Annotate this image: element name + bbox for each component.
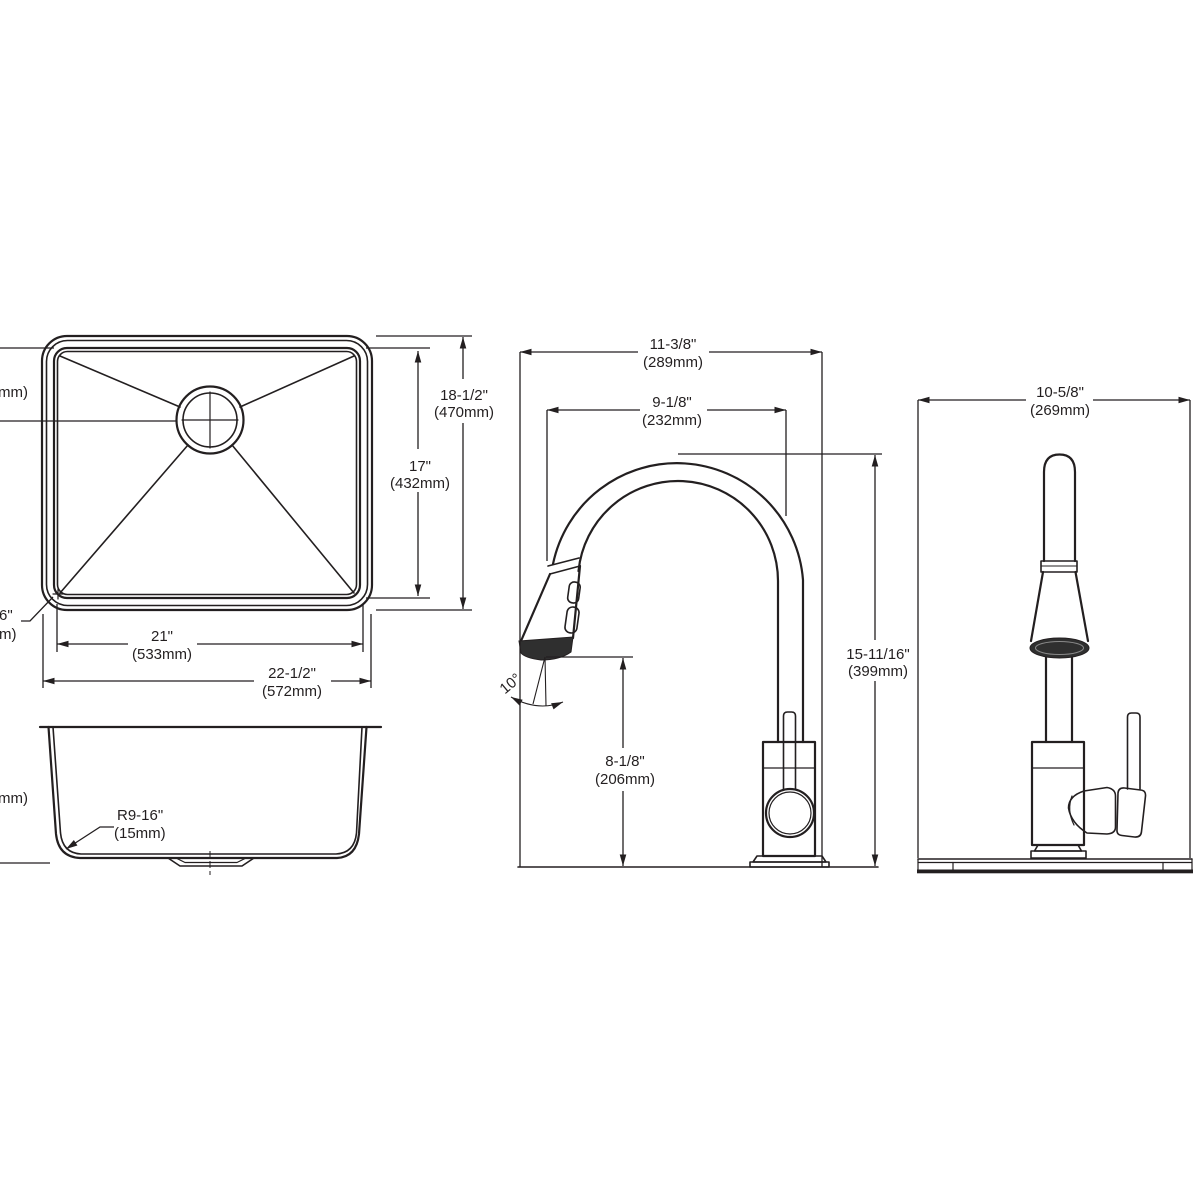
sink-overall-depth-in: 18-1/2" bbox=[440, 387, 488, 404]
left-cutoff-label: mm) bbox=[0, 384, 28, 401]
corner-radius-cutoff-line2: m) bbox=[0, 626, 17, 643]
corner-center-mark bbox=[52, 588, 64, 600]
side-corner-radius-in: R9-16" bbox=[117, 807, 163, 824]
corner-radius-leader bbox=[21, 596, 54, 622]
handle-knob-front bbox=[764, 787, 816, 839]
faucet-overall-height-in: 15-11/16" bbox=[846, 646, 909, 663]
wand-button-upper bbox=[566, 581, 581, 604]
aerator-face-side-inner bbox=[1035, 641, 1084, 655]
sink-inner-width-mm: (533mm) bbox=[132, 646, 192, 663]
side-corner-radius-mm: (15mm) bbox=[114, 825, 166, 842]
sink-basin-edge-inner-line bbox=[56, 350, 358, 596]
depth-extension-lines bbox=[917, 400, 1191, 858]
basin-slope-lines bbox=[59, 355, 355, 594]
faucet-overall-width-in: 11-3/8" bbox=[650, 336, 697, 353]
faucet-overall-width-mm: (289mm) bbox=[643, 354, 703, 371]
bottom-extension-lines bbox=[42, 604, 372, 688]
gooseneck-inner bbox=[577, 479, 780, 744]
spray-angle-arc bbox=[510, 696, 564, 710]
faucet-depth-mm: (269mm) bbox=[1030, 402, 1090, 419]
reach-extension-lines bbox=[546, 410, 787, 561]
handle-lever-side bbox=[1116, 787, 1147, 838]
sink-overall-width-in: 22-1/2" bbox=[268, 665, 316, 682]
lower-tube-side bbox=[1044, 656, 1074, 744]
handle-stem-side bbox=[1126, 712, 1141, 790]
faucet-aerator-height-in: 8-1/8" bbox=[605, 753, 645, 770]
side-bowl-inner bbox=[52, 726, 363, 855]
faucet-aerator-height-mm: (206mm) bbox=[595, 771, 655, 788]
faucet-overall-height-mm: (399mm) bbox=[848, 663, 908, 680]
sink-overall-width-mm: (572mm) bbox=[262, 683, 322, 700]
handle-knob-front-inner bbox=[768, 791, 812, 835]
drain-outer-circle bbox=[175, 385, 245, 455]
wand-button-lower bbox=[564, 606, 580, 634]
side-bowl-outer bbox=[47, 725, 368, 860]
faucet-spout-reach-in: 9-1/8" bbox=[652, 394, 692, 411]
wand-cone bbox=[519, 564, 582, 643]
sink-inner-width-in: 21" bbox=[151, 628, 173, 645]
deck-plate-bottom-edge bbox=[917, 869, 1193, 874]
left-cutoff-extension-lines bbox=[0, 347, 177, 422]
base-flange-lower-side bbox=[1030, 850, 1087, 859]
sink-side-view: mm) R9-16" (15mm) bbox=[0, 725, 383, 875]
side-drain-bump-inner bbox=[175, 857, 247, 864]
width-extension-lines bbox=[519, 352, 823, 867]
gooseneck-outer bbox=[551, 462, 805, 744]
faucet-spout-reach-mm: (232mm) bbox=[642, 412, 702, 429]
wand-aerator-face bbox=[518, 636, 574, 661]
side-drain-bump bbox=[167, 857, 255, 867]
sink-inner-depth-in: 17" bbox=[409, 458, 431, 475]
wand-collar bbox=[547, 557, 581, 575]
sink-top-view: mm) 6" m) 18-1/2" (470mm) 17" (432mm) 21… bbox=[0, 334, 494, 700]
right-extension-lines bbox=[366, 335, 472, 611]
side-left-cutoff-label: mm) bbox=[0, 790, 28, 807]
sink-overall-depth-mm: (470mm) bbox=[434, 404, 494, 421]
spray-angle-lines bbox=[532, 656, 547, 707]
faucet-body-side bbox=[1030, 740, 1086, 847]
handle-joint-detail bbox=[1069, 795, 1075, 826]
spout-side bbox=[1042, 453, 1077, 563]
sink-inner-depth-mm: (432mm) bbox=[390, 475, 450, 492]
drain-crosshair bbox=[181, 391, 239, 449]
corner-radius-cutoff-line1: 6" bbox=[0, 607, 13, 624]
deck-plate-end-caps bbox=[917, 858, 1193, 871]
faucet-side-view: 10-5/8" (269mm) bbox=[917, 384, 1193, 874]
sink-outer-rim bbox=[40, 334, 374, 612]
wand-cone-side bbox=[1029, 570, 1090, 643]
faucet-depth-in: 10-5/8" bbox=[1036, 384, 1084, 401]
faucet-front-view: 11-3/8" (289mm) 9-1/8" (232mm) 15-11/16"… bbox=[497, 336, 910, 868]
handle-joint-side bbox=[1067, 786, 1117, 835]
sink-outer-rim-inner-line bbox=[45, 339, 369, 607]
handle-stem-front bbox=[782, 711, 797, 790]
side-radius-leader bbox=[65, 826, 114, 850]
sink-basin-edge bbox=[52, 346, 362, 600]
